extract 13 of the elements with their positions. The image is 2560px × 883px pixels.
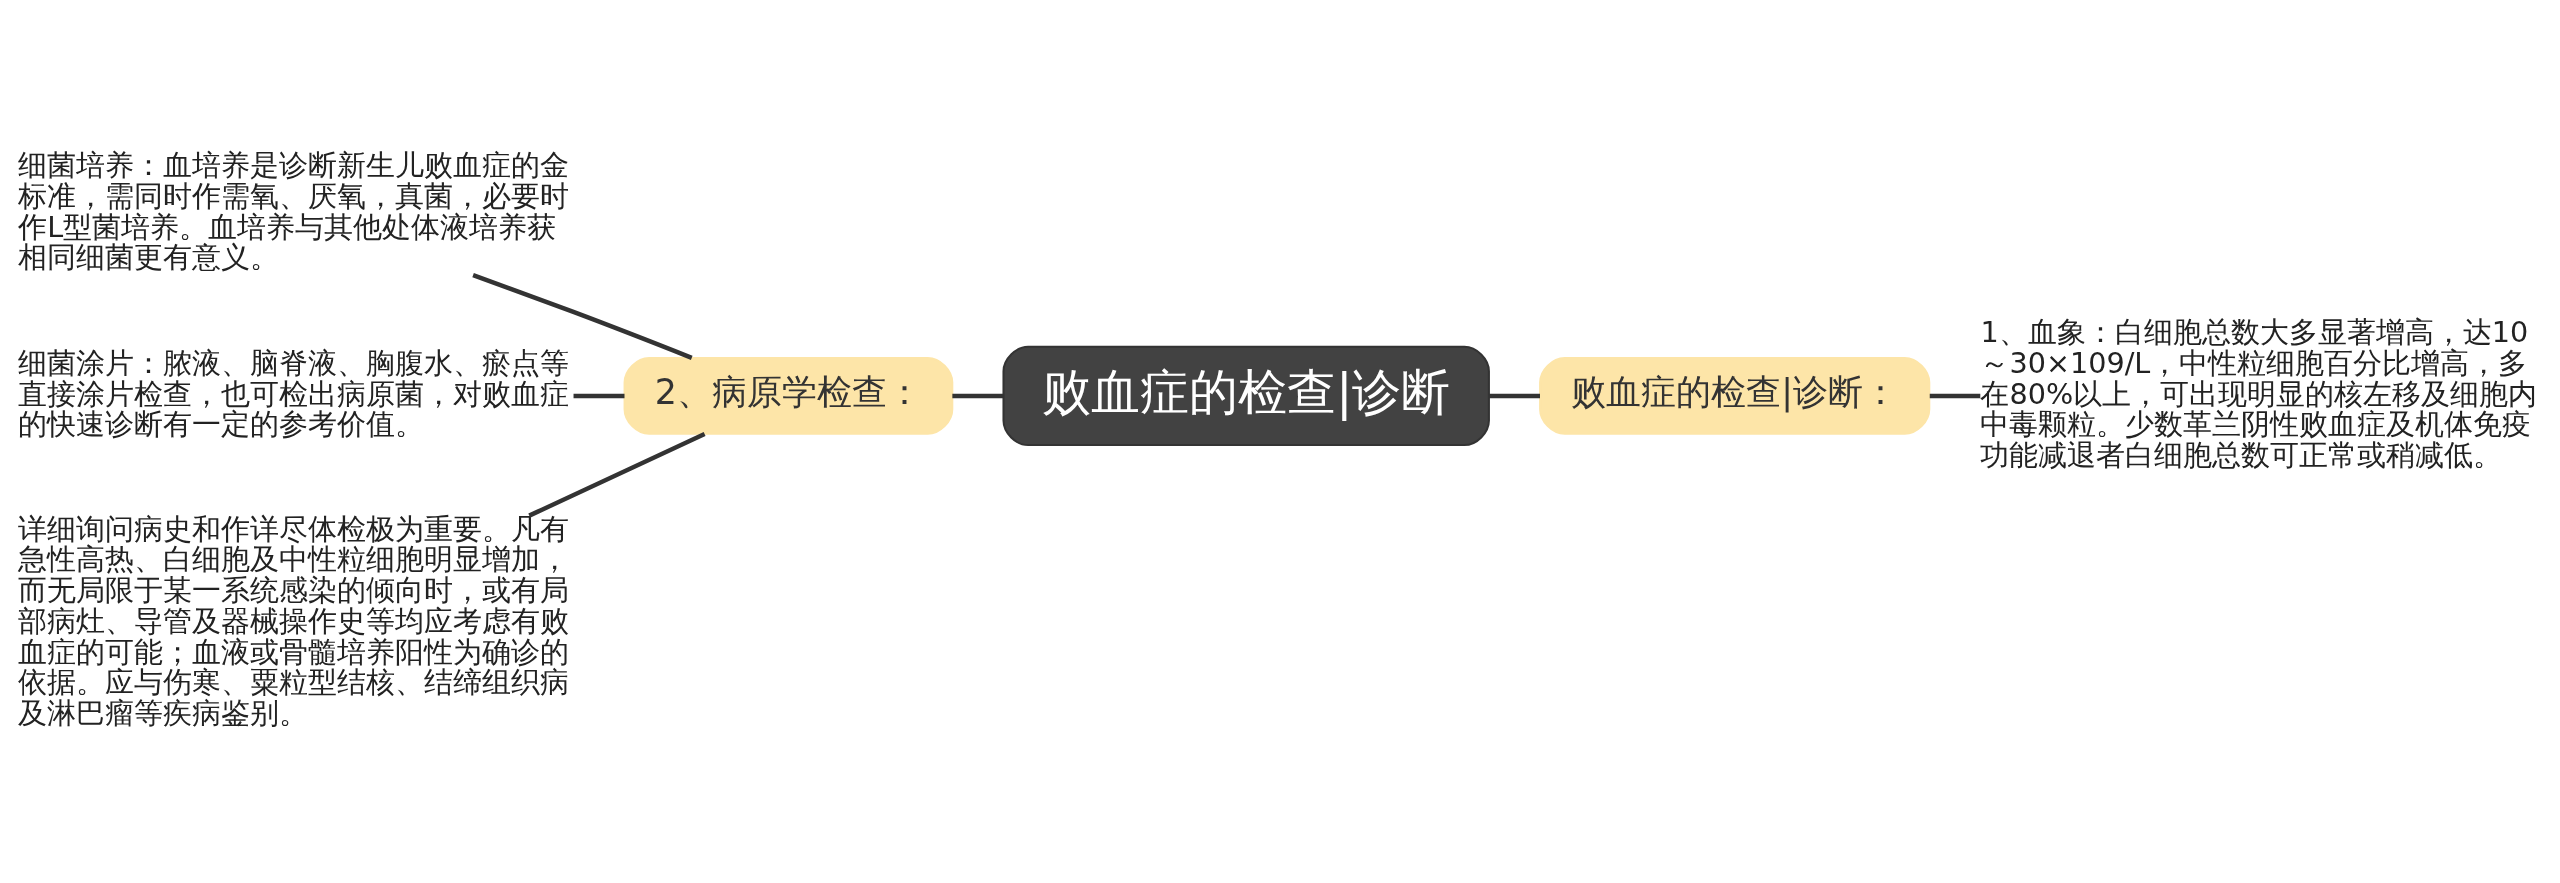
connector: [952, 393, 1004, 399]
node-box: 败血症的检查|诊断: [1002, 345, 1490, 447]
connector: [573, 393, 625, 399]
connector: [472, 273, 693, 360]
connector: [1929, 393, 1981, 399]
node-text: 细菌涂片：脓液、脑脊液、胸腹水、瘀点等直接涂片检查，也可检出病原菌，对败血症的快速诊断有一定的参考价值。: [18, 345, 570, 442]
connector: [1489, 393, 1540, 399]
connector: [528, 431, 706, 518]
node-text: 细菌培养：血培养是诊断新生儿败血症的金标准，需同时作需氧、厌氧，真菌，必要时作L型菌培养。血培养与其他处体液培养获相同细菌更有意义。: [18, 148, 570, 275]
node-text: 1、血象：白细胞总数大多显著增高，达10～30×109/L，中性粒细胞百分比增高，多在80%以上，可出现明显的核左移及细胞内中毒颗粒。少数革兰阴性败血症及机体免疫功能减退者白细胞总数可正常或稍减低。: [1980, 315, 2538, 472]
node-box: 败血症的检查|诊断：: [1539, 357, 1931, 435]
node-box: 2、病原学检查：: [623, 357, 954, 435]
node-text: 详细询问病史和作详尽体检极为重要。凡有急性高热、白细胞及中性粒细胞明显增加，而无局限于某一系统感染的倾向时，或有局部病灶、导管及器械操作史等均应考虑有败血症的可能；血液或骨髓培养阳性为确诊的依据。应与伤寒、粟粒型结核、结缔组织病及淋巴瘤等疾病鉴别。: [18, 511, 570, 731]
